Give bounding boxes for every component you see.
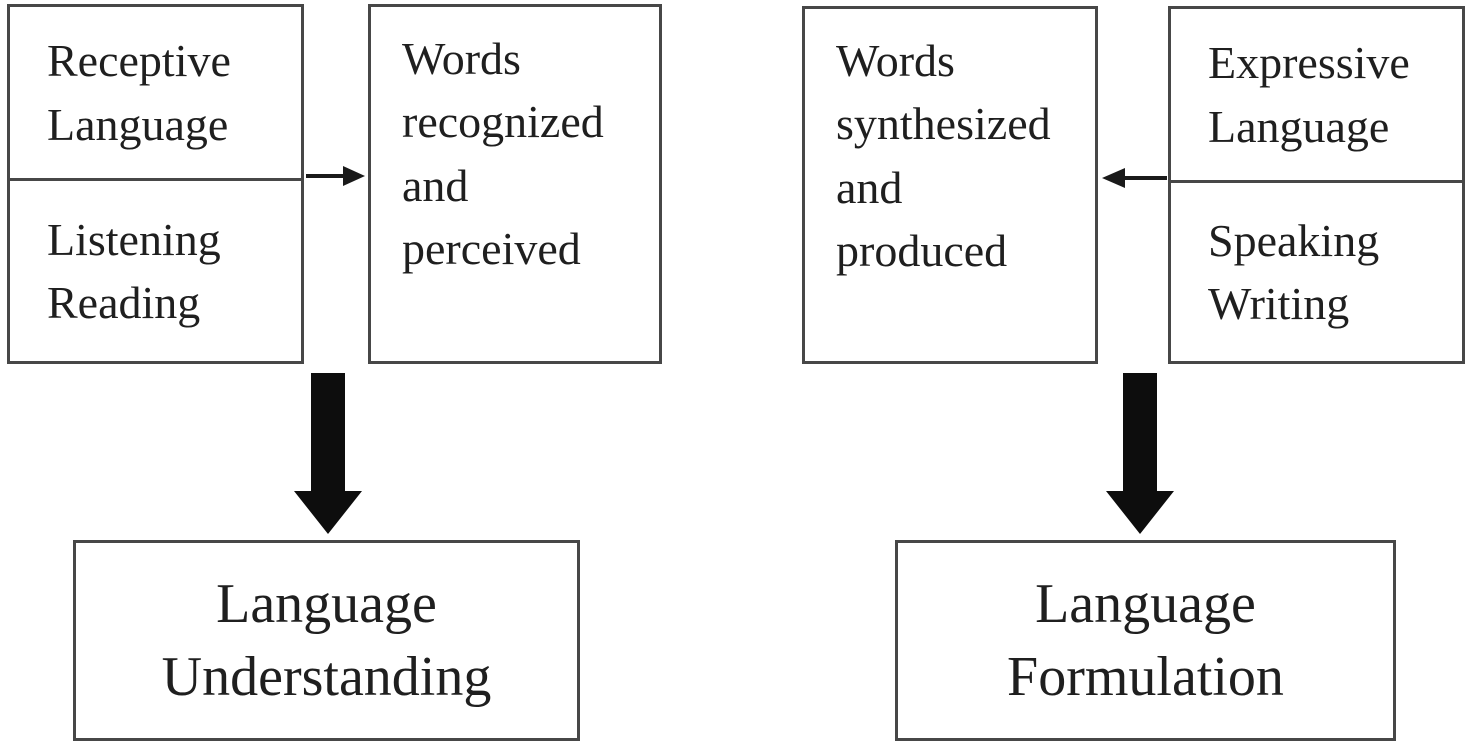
listening-reading-label: Listening Reading — [47, 213, 221, 328]
language-understanding-label: Language Understanding — [161, 572, 492, 708]
right-arrow-icon — [306, 166, 365, 186]
down-arrow-right-icon — [1106, 373, 1174, 534]
speaking-writing-section: Speaking Writing — [1171, 180, 1462, 361]
left-arrow-icon — [1102, 168, 1167, 188]
speaking-writing-label: Speaking Writing — [1208, 214, 1380, 329]
language-formulation-label: Language Formulation — [1007, 572, 1284, 708]
words-recognized-box: Words recognized and perceived — [368, 4, 662, 364]
words-synthesized-box: Words synthesized and produced — [802, 6, 1098, 364]
language-understanding-box: Language Understanding — [73, 540, 580, 741]
words-synthesized-label: Words synthesized and produced — [836, 35, 1051, 277]
language-formulation-box: Language Formulation — [895, 540, 1396, 741]
expressive-language-box: Expressive Language Speaking Writing — [1168, 6, 1465, 364]
receptive-language-section: Receptive Language — [10, 7, 301, 178]
listening-reading-section: Listening Reading — [10, 178, 301, 361]
down-arrow-left-icon — [294, 373, 362, 534]
receptive-language-box: Receptive Language Listening Reading — [7, 4, 304, 364]
expressive-language-label: Expressive Language — [1208, 37, 1410, 152]
receptive-language-label: Receptive Language — [47, 35, 231, 150]
words-recognized-label: Words recognized and perceived — [402, 33, 604, 275]
expressive-language-section: Expressive Language — [1171, 9, 1462, 180]
